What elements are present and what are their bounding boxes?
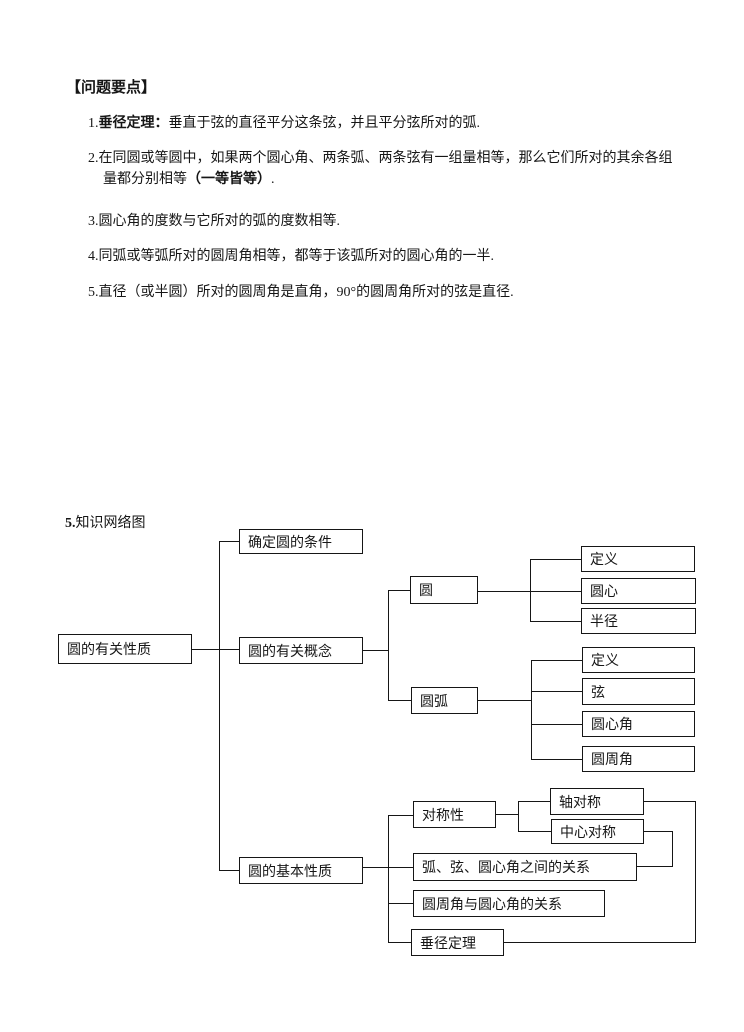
key-point-5: 5.直径（或半圆）所对的圆周角是直角，90°的圆周角所对的弦是直径. — [88, 284, 514, 302]
connector-line — [531, 724, 582, 725]
connector-line — [518, 831, 551, 832]
node-axis-symmetry: 轴对称 — [550, 788, 644, 815]
node-label: 圆周角 — [591, 753, 633, 768]
key-point-3: 3.圆心角的度数与它所对的弧的度数相等. — [88, 213, 340, 231]
connector-line — [644, 831, 672, 832]
connector-line — [530, 559, 581, 560]
connector-line — [388, 815, 413, 816]
node-label: 对称性 — [422, 808, 464, 824]
node-label: 弧、弦、圆心角之间的关系 — [422, 861, 590, 876]
connector-line — [388, 590, 389, 701]
key-point-2-line2: 量都分别相等（一等皆等）. — [103, 171, 275, 189]
node-label: 圆的基本性质 — [248, 864, 332, 880]
connector-line — [219, 870, 239, 871]
key-point-2-line1: 2.在同圆或等圆中，如果两个圆心角、两条弧、两条弦有一组量相等，那么它们所对的其… — [88, 150, 673, 168]
key-point-1: 1.垂径定理：垂直于弦的直径平分这条弦，并且平分弦所对的弧. — [88, 115, 480, 133]
node-circle: 圆 — [410, 576, 478, 604]
connector-line — [672, 831, 673, 866]
node-label: 圆周角与圆心角的关系 — [422, 897, 562, 913]
item-text: 同弧或等弧所对的圆周角相等，都等于该弧所对的圆心角的一半. — [98, 249, 495, 264]
node-chord: 弦 — [582, 678, 695, 705]
node-label: 圆的有关概念 — [248, 644, 332, 660]
connector-line — [496, 814, 518, 815]
node-arc-definition: 定义 — [582, 647, 695, 673]
node-perpendicular-theorem: 垂径定理 — [411, 929, 504, 956]
key-point-4: 4.同弧或等弧所对的圆周角相等，都等于该弧所对的圆心角的一半. — [88, 248, 494, 266]
node-conditions: 确定圆的条件 — [239, 529, 363, 554]
node-label: 垂径定理 — [420, 936, 476, 952]
node-label: 圆心角 — [591, 718, 633, 733]
connector-line — [388, 903, 413, 904]
item-text: 直径（或半圆）所对的圆周角是直角，90°的圆周角所对的弦是直径. — [98, 285, 514, 300]
connector-line — [531, 660, 582, 661]
diagram-label-text: 知识网络图 — [75, 516, 146, 531]
connector-line — [388, 700, 411, 701]
node-central-symmetry: 中心对称 — [551, 819, 644, 844]
node-basic-properties: 圆的基本性质 — [239, 857, 363, 884]
node-label: 定义 — [591, 654, 619, 669]
item-number: 5. — [88, 285, 99, 300]
item-lead: 垂径定理： — [98, 116, 169, 131]
node-label: 圆心 — [590, 585, 618, 600]
node-label: 确定圆的条件 — [248, 535, 332, 551]
node-circle-properties: 圆的有关性质 — [58, 634, 192, 664]
connector-line — [695, 801, 696, 943]
connector-line — [531, 691, 582, 692]
connector-line — [219, 541, 220, 871]
node-label: 圆 — [419, 584, 433, 599]
connector-line — [530, 621, 581, 622]
item-number: 2. — [88, 151, 99, 166]
node-radius: 半径 — [581, 608, 696, 634]
item-number: 3. — [88, 214, 99, 229]
node-relation-arc-chord-angle: 弧、弦、圆心角之间的关系 — [413, 853, 637, 881]
connector-line — [478, 700, 531, 701]
diagram-label-number: 5. — [65, 516, 76, 531]
connector-line — [518, 801, 519, 832]
connector-line — [388, 590, 410, 591]
node-label: 定义 — [590, 553, 618, 568]
item-text: 量都分别相等 — [103, 172, 187, 187]
item-text: . — [271, 172, 275, 187]
node-label: 圆弧 — [420, 694, 448, 710]
node-relation-inscribed-central: 圆周角与圆心角的关系 — [413, 890, 605, 917]
connector-line — [531, 660, 532, 759]
node-label: 中心对称 — [560, 825, 616, 841]
node-inscribed-angle: 圆周角 — [582, 746, 695, 772]
connector-line — [478, 591, 581, 592]
item-text: 圆心角的度数与它所对的弧的度数相等. — [98, 214, 341, 229]
item-number: 1. — [88, 116, 99, 131]
node-label: 半径 — [590, 615, 618, 630]
connector-line — [388, 942, 411, 943]
connector-line — [644, 801, 696, 802]
connector-line — [531, 759, 582, 760]
diagram-label: 5.知识网络图 — [65, 512, 146, 532]
node-symmetry: 对称性 — [413, 801, 496, 828]
node-central-angle: 圆心角 — [582, 711, 695, 737]
connector-line — [530, 559, 531, 622]
node-circle-definition: 定义 — [581, 546, 695, 572]
connector-line — [388, 815, 389, 942]
node-label: 圆的有关性质 — [67, 643, 151, 658]
connector-line — [192, 649, 239, 650]
node-circle-center: 圆心 — [581, 578, 696, 604]
connector-line — [518, 801, 550, 802]
connector-line — [637, 866, 673, 867]
node-arc: 圆弧 — [411, 687, 478, 714]
node-label: 轴对称 — [559, 795, 601, 811]
section-heading: 【问题要点】 — [66, 80, 157, 96]
connector-line — [504, 942, 696, 943]
item-text: 在同圆或等圆中，如果两个圆心角、两条弧、两条弦有一组量相等，那么它们所对的其余各… — [98, 151, 673, 166]
node-label: 弦 — [591, 685, 605, 701]
connector-line — [219, 541, 239, 542]
connector-line — [363, 650, 389, 651]
item-number: 4. — [88, 249, 99, 264]
node-concepts: 圆的有关概念 — [239, 637, 363, 664]
item-text: 垂直于弦的直径平分这条弦，并且平分弦所对的弧. — [168, 116, 481, 131]
item-emphasis: （一等皆等） — [187, 172, 271, 187]
